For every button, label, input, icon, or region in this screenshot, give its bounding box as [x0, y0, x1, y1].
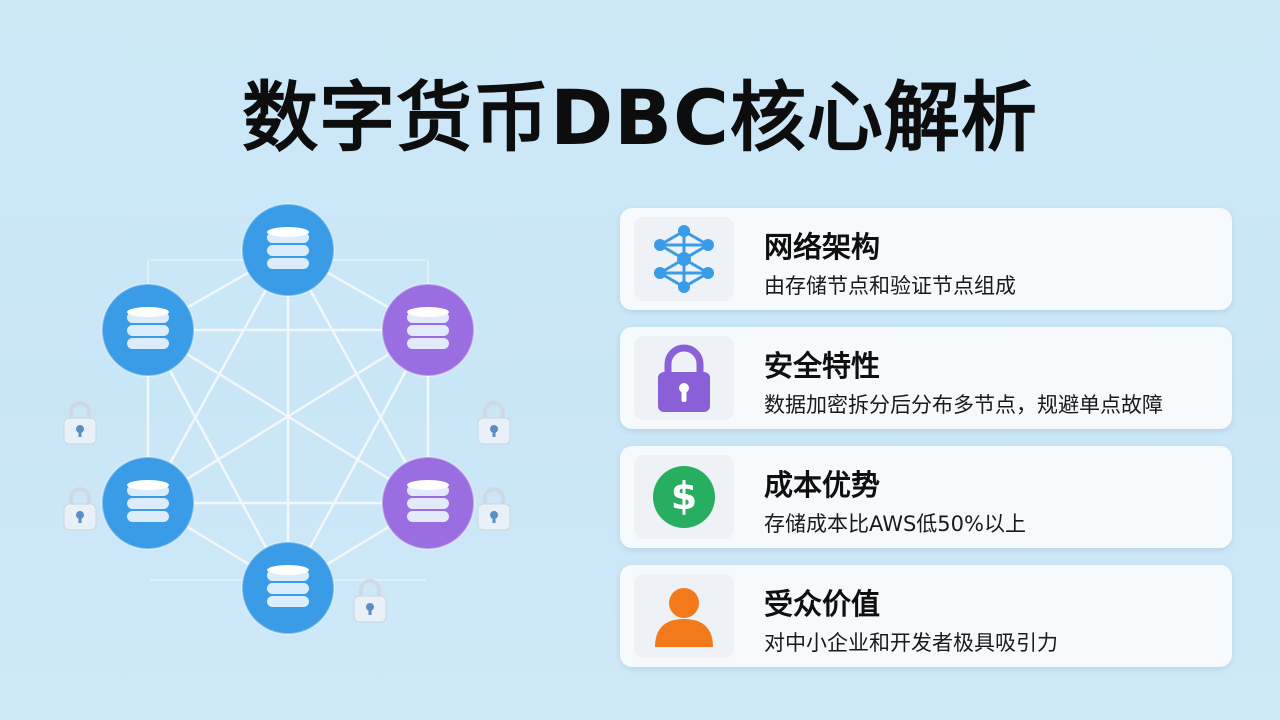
feature-description: 对中小企业和开发者极具吸引力	[764, 631, 1058, 655]
database-node	[381, 456, 475, 550]
lock-icon	[63, 401, 97, 445]
network-icon	[634, 217, 734, 301]
feature-description: 由存储节点和验证节点组成	[764, 274, 1016, 298]
feature-description: 存储成本比AWS低50%以上	[764, 512, 1026, 536]
feature-title: 成本优势	[764, 468, 881, 502]
feature-description: 数据加密拆分后分布多节点，规避单点故障	[764, 393, 1163, 417]
dollar-icon: $	[634, 455, 734, 539]
feature-title: 安全特性	[764, 349, 881, 383]
lock-icon	[353, 579, 387, 623]
feature-card-cost: $ 成本优势 存储成本比AWS低50%以上	[620, 446, 1232, 548]
user-icon	[634, 574, 734, 658]
network-locks	[63, 401, 511, 623]
lock-icon	[63, 487, 97, 531]
node-network-diagram	[63, 203, 511, 635]
database-node	[241, 203, 335, 297]
lock-icon	[477, 401, 511, 445]
feature-title: 网络架构	[764, 230, 881, 264]
network-edge	[147, 328, 429, 505]
svg-text:$: $	[671, 474, 697, 518]
network-nodes	[101, 203, 475, 635]
feature-card-security: 安全特性 数据加密拆分后分布多节点，规避单点故障	[620, 327, 1232, 429]
database-icon	[127, 307, 169, 349]
database-icon	[127, 480, 169, 522]
feature-card-network: 网络架构 由存储节点和验证节点组成	[620, 208, 1232, 310]
database-icon	[267, 565, 309, 607]
lock-icon	[477, 487, 511, 531]
database-node	[101, 456, 195, 550]
network-edge	[146, 249, 290, 504]
database-node	[241, 541, 335, 635]
padlock-icon	[634, 336, 734, 420]
network-edge	[286, 329, 430, 589]
database-icon	[267, 227, 309, 269]
database-node	[381, 283, 475, 377]
database-icon	[407, 480, 449, 522]
database-node	[101, 283, 195, 377]
network-edge	[286, 249, 430, 504]
page-title: 数字货币DBC核心解析	[242, 73, 1038, 162]
network-edges	[146, 248, 430, 590]
database-icon	[407, 307, 449, 349]
feature-title: 受众价值	[764, 587, 881, 621]
feature-card-audience: 受众价值 对中小企业和开发者极具吸引力	[620, 565, 1232, 667]
